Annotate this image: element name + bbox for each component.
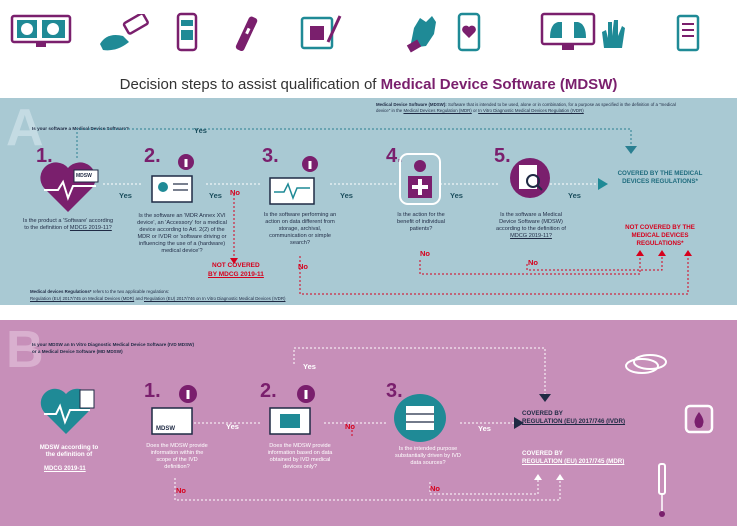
not-covered-mdcg-1: NOT COVERED: [212, 262, 260, 269]
phone-app-icon: [176, 12, 198, 52]
a-step1-yes: Yes: [119, 191, 132, 200]
mdsw-definition: Medical Device Software (MDSW): Software…: [376, 102, 676, 113]
b-step3-yes: Yes: [478, 424, 491, 433]
smart-glove-icon: [406, 16, 436, 53]
a-step1-question: Is the product a 'Software' according to…: [22, 218, 114, 231]
section-a-letter: A: [6, 99, 44, 157]
a-step1-mdsw-label: MDSW: [76, 173, 92, 179]
b-step3-number: 3.: [386, 380, 403, 402]
a-step5-no: No: [528, 258, 538, 267]
doctor-files-icon: [269, 385, 315, 435]
b-step2-no: No: [345, 422, 355, 431]
a-step3-number: 3.: [262, 145, 279, 167]
b-step2-question: Does the MDSW provide information based …: [267, 443, 333, 470]
glucose-meter-icon: [100, 14, 149, 51]
a-step2-yes: Yes: [209, 191, 222, 200]
section-b-connectors: [174, 347, 564, 501]
heart-pulse-icon: [40, 162, 99, 212]
doctor-id-icon: [151, 154, 194, 203]
covered-mdr-line1: COVERED BY: [522, 450, 563, 457]
b-step3-no: No: [430, 484, 440, 493]
a-step4-yes: Yes: [450, 191, 463, 200]
doctor-computer-icon: [269, 156, 318, 205]
section-b-question-2: or a Medical Device Software (MD MDSW): [32, 349, 123, 354]
lancet-icon: [658, 463, 666, 517]
not-covered-by-regulations: NOT COVERED BY THE MEDICAL DEVICES REGUL…: [625, 224, 695, 247]
covered-ivdr-line2: REGULATION (EU) 2017/746 (IVDR): [522, 418, 626, 425]
a-step3-yes: Yes: [340, 191, 353, 200]
heart-phone-icon: [457, 12, 481, 52]
covered-mdr-line2: REGULATION (EU) 2017/745 (MDR): [522, 458, 625, 465]
hand-gesture-icon: [602, 20, 625, 48]
b-step3-question: Is the intended purpose substantially dr…: [395, 446, 461, 466]
a-step5-yes: Yes: [568, 191, 581, 200]
covered-by-mdr-ivdr: COVERED BY THE MEDICAL DEVICES REGULATIO…: [617, 170, 703, 185]
brain-monitor-icon: [10, 14, 72, 47]
page-title: Decision steps to assist qualification o…: [119, 76, 618, 93]
heart-document-icon: [40, 388, 95, 434]
patient-cross-icon: [399, 153, 441, 205]
a-step3-no: No: [298, 262, 308, 271]
b-step2-number: 2.: [260, 380, 277, 402]
b-step1-question: Does the MDSW provide information within…: [146, 443, 208, 470]
b-step1-yes: Yes: [226, 422, 239, 431]
a-step1-number: 1.: [36, 145, 53, 167]
petri-dish-icon: [625, 354, 667, 374]
a-top-yes: Yes: [194, 126, 207, 135]
blood-bag-icon: [684, 404, 714, 434]
a-step3-question: Is the software performing an action on …: [263, 212, 337, 246]
a-step2-question: Is the software an 'MDR Annex XVI device…: [137, 213, 227, 254]
a-step4-question: Is the action for the benefit of individ…: [397, 212, 445, 232]
section-a-connectors: [76, 128, 692, 295]
b-mdsw-label: MDSW: [156, 426, 175, 432]
section-b-question-1: Is your MDSW an In Vitro Diagnostic Medi…: [32, 342, 194, 347]
not-covered-mdcg-2: BY MDCG 2019-11: [208, 271, 264, 278]
doctor-mdsw-icon: [151, 385, 197, 435]
b-step1-no: No: [176, 486, 186, 495]
pregnancy-test-icon: [235, 16, 258, 52]
regulations-footnote-links: Regulation (EU) 2017/745 on Medical Devi…: [30, 296, 286, 301]
section-b-letter: B: [6, 321, 44, 379]
a-step4-no: No: [420, 249, 430, 258]
b-step2-yes: Yes: [303, 362, 316, 371]
tablet-pen-icon: [300, 15, 342, 50]
covered-ivdr-line1: COVERED BY: [522, 410, 563, 417]
b-start-ref: MDCG 2019-11: [44, 466, 86, 472]
b-step1-number: 1.: [144, 380, 161, 402]
b-start-text: MDSW according to the definition of: [39, 444, 99, 459]
document-search-icon: [510, 158, 550, 198]
regulations-footnote: Medical devices Regulations* refers to t…: [30, 289, 170, 294]
database-box-icon: [394, 394, 446, 442]
a-step4-number: 4.: [386, 145, 403, 167]
document-phone-icon: [676, 14, 700, 52]
a-step2-number: 2.: [144, 145, 161, 167]
a-step5-question: Is the software a Medical Device Softwar…: [496, 212, 566, 239]
a-step2-no: No: [230, 188, 240, 197]
a-step5-number: 5.: [494, 145, 511, 167]
lung-monitor-icon: [540, 12, 596, 50]
